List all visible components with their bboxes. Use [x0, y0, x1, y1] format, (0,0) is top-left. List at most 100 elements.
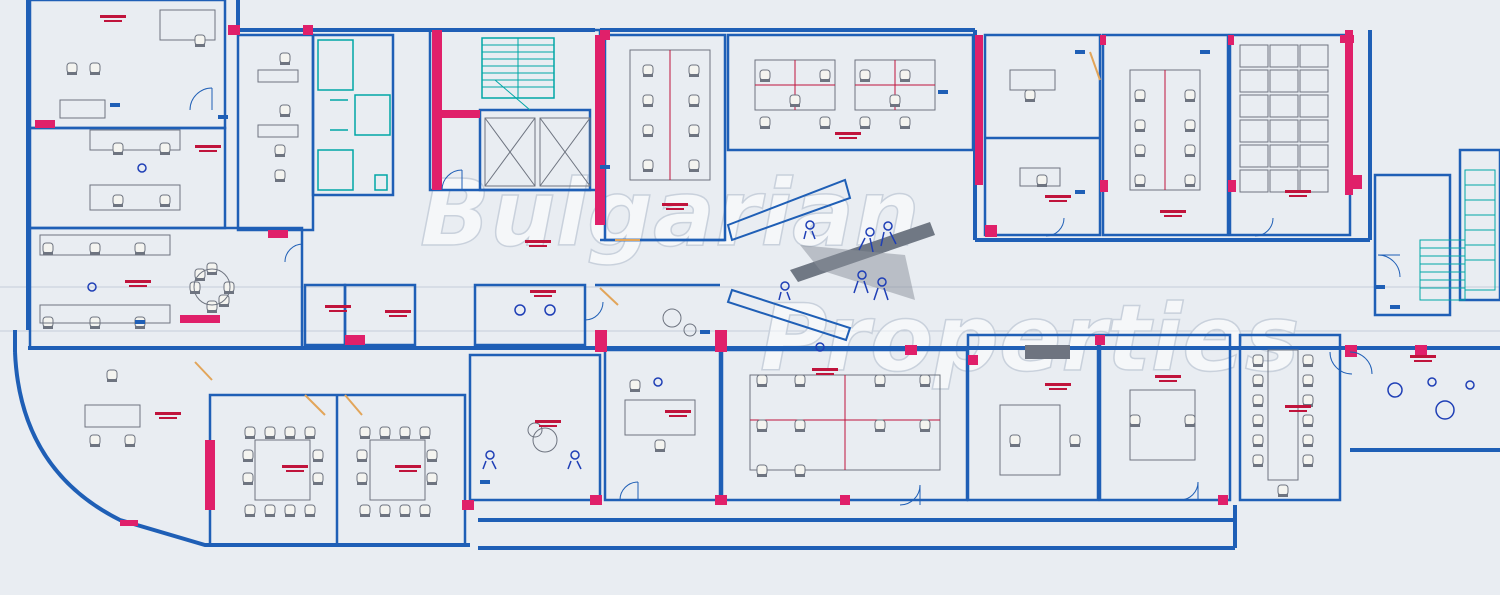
room-label-mark — [1289, 195, 1307, 197]
chair-back — [1135, 129, 1145, 132]
chair-back — [427, 459, 437, 462]
chair-icon — [379, 426, 391, 438]
chair-back — [113, 152, 123, 155]
chair-back — [757, 474, 767, 477]
chair-back — [757, 429, 767, 432]
desk-icon — [1267, 349, 1299, 481]
chair-icon — [642, 159, 654, 171]
chair-icon — [399, 426, 411, 438]
chair-icon — [1302, 354, 1314, 366]
room-label-mark — [385, 310, 411, 313]
room-label-mark — [1160, 210, 1186, 213]
chair-back — [795, 384, 805, 387]
desk-icon — [1239, 44, 1269, 68]
chair-icon — [124, 434, 136, 446]
room-tag — [700, 330, 710, 334]
chair-icon — [359, 426, 371, 438]
desk-icon — [1009, 69, 1056, 91]
room-label-mark — [1285, 405, 1311, 408]
room-label-mark — [195, 145, 221, 148]
chair-back — [1010, 444, 1020, 447]
chair-icon — [889, 94, 901, 106]
chair-icon — [274, 169, 286, 181]
chair-back — [1025, 99, 1035, 102]
chair-back — [1135, 184, 1145, 187]
chair-icon — [688, 159, 700, 171]
chair-icon — [419, 426, 431, 438]
chair-back — [360, 436, 370, 439]
chair-icon — [1184, 174, 1196, 186]
chair-back — [243, 459, 253, 462]
chair-back — [195, 44, 205, 47]
chair-icon — [1134, 174, 1146, 186]
chair-back — [920, 429, 930, 432]
chair-back — [630, 389, 640, 392]
chair-icon — [642, 94, 654, 106]
desk-icon — [1299, 69, 1329, 93]
chair-back — [43, 326, 53, 329]
chair-icon — [759, 116, 771, 128]
room-label-mark — [539, 425, 557, 427]
room-label-mark — [286, 470, 304, 472]
chair-back — [380, 436, 390, 439]
room-label-mark — [1049, 200, 1067, 202]
room-tags — [110, 50, 1400, 484]
room-label-mark — [1045, 383, 1071, 386]
chair-back — [1185, 184, 1195, 187]
chair-back — [420, 514, 430, 517]
chair-icon — [919, 374, 931, 386]
room-tag — [1390, 305, 1400, 309]
chair-back — [790, 104, 800, 107]
room-label-mark — [662, 203, 688, 206]
chair-back — [90, 252, 100, 255]
chair-back — [875, 429, 885, 432]
chair-back — [643, 134, 653, 137]
chair-back — [689, 169, 699, 172]
desk-icon — [39, 304, 171, 324]
chair-back — [1135, 99, 1145, 102]
chair-icon — [1184, 414, 1196, 426]
desk-icon — [257, 124, 299, 138]
chair-icon — [1252, 394, 1264, 406]
chair-icon — [1024, 89, 1036, 101]
room-label-mark — [839, 137, 857, 139]
room-label-mark — [389, 315, 407, 317]
desk-icon — [1239, 119, 1269, 143]
chair-icon — [379, 504, 391, 516]
chair-icon — [629, 379, 641, 391]
chair-back — [275, 154, 285, 157]
chair-back — [1185, 424, 1195, 427]
room-label-mark — [665, 410, 691, 413]
room-tag — [600, 165, 610, 169]
chair-icon — [42, 242, 54, 254]
chair-icon — [1252, 374, 1264, 386]
chair-back — [207, 272, 217, 275]
room-label-mark — [525, 240, 551, 243]
chair-icon — [1129, 414, 1141, 426]
room-label-mark — [1285, 190, 1311, 193]
room-label-mark — [129, 285, 147, 287]
chair-icon — [274, 144, 286, 156]
chair-back — [43, 252, 53, 255]
chair-icon — [1252, 434, 1264, 446]
room-label-mark — [125, 280, 151, 283]
room-label-mark — [282, 465, 308, 468]
desk-icon — [1019, 167, 1061, 187]
chair-icon — [1134, 119, 1146, 131]
chair-icon — [1134, 144, 1146, 156]
chair-icon — [159, 142, 171, 154]
chair-back — [1185, 154, 1195, 157]
elevator-icon — [484, 117, 591, 187]
room-label-mark — [395, 465, 421, 468]
chair-back — [305, 514, 315, 517]
chair-icon — [899, 69, 911, 81]
room-label-mark — [1410, 355, 1436, 358]
door-swing-icon — [189, 87, 1401, 506]
right-staircase-icon — [1419, 169, 1496, 301]
desk-icon — [89, 184, 181, 211]
chair-icon — [242, 449, 254, 461]
central-bridge — [726, 178, 935, 342]
chair-icon — [1277, 484, 1289, 496]
desk-icon — [1269, 69, 1299, 93]
